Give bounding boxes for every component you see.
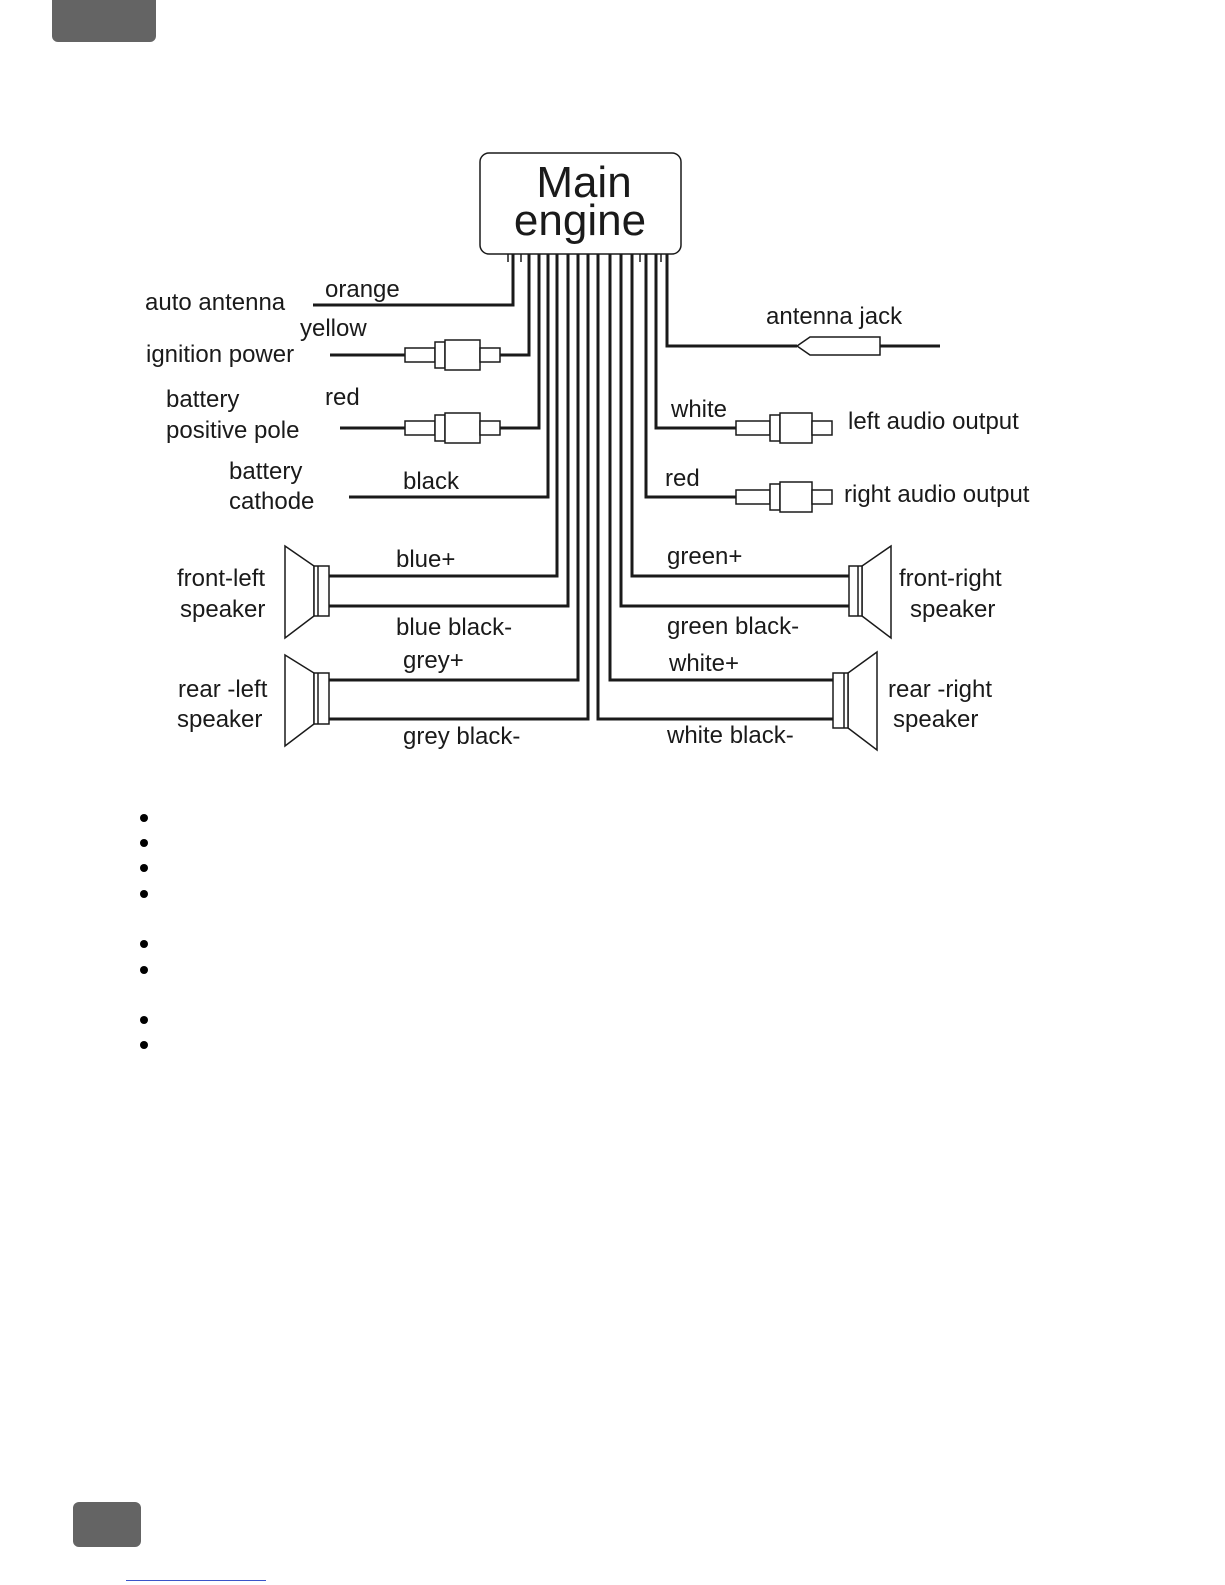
label-front-right-1: front-right [899, 565, 1002, 592]
rear-right-speaker-icon [832, 650, 878, 752]
wire-white-plus [608, 254, 833, 682]
page-tab-top [52, 0, 156, 42]
label-ignition-power: ignition power [146, 341, 294, 368]
wire-label-yellow: yellow [300, 315, 367, 342]
bullet-dot [140, 940, 148, 948]
wire-label-red-left: red [325, 384, 360, 411]
wire-white-black [596, 254, 833, 721]
label-antenna-jack: antenna jack [766, 303, 903, 330]
rear-left-speaker-icon [284, 653, 330, 748]
ignition-connector [404, 339, 501, 371]
wire-yellow [500, 254, 531, 357]
wire-label-black: black [403, 468, 460, 495]
front-left-speaker-icon [284, 544, 330, 640]
wire-label-green-plus: green+ [667, 543, 742, 570]
wire-green-plus [630, 254, 849, 578]
label-auto-antenna: auto antenna [145, 289, 286, 316]
page-tab-bottom [73, 1502, 141, 1547]
wire-green-black [619, 254, 849, 608]
bullet-dot [140, 1041, 148, 1049]
bullet-dot [140, 864, 148, 872]
wire-blue-plus [329, 254, 559, 578]
bullet-dot [140, 890, 148, 898]
wire-red-right [644, 254, 736, 499]
wire-label-grey-black: grey black- [403, 723, 520, 750]
left-audio-rca [735, 412, 833, 444]
main-engine-box [479, 152, 682, 255]
battery-positive-connector [404, 412, 501, 444]
label-rear-left-2: speaker [177, 706, 262, 733]
label-rear-left-1: rear -left [178, 676, 268, 703]
bullet-dot [140, 814, 148, 822]
label-battery-cathode-2: cathode [229, 488, 314, 515]
wire-red-left [500, 254, 541, 430]
wire-grey-black [329, 254, 590, 721]
wire-label-blue-plus: blue+ [396, 546, 455, 573]
wire-label-grey-plus: grey+ [403, 647, 464, 674]
bullet-dot [140, 1016, 148, 1024]
wire-label-white: white [670, 396, 727, 423]
wire-grey-plus [329, 254, 580, 682]
antenna-jack-connector [795, 336, 881, 356]
wire-label-green-black: green black- [667, 613, 799, 640]
wire-label-white-plus: white+ [668, 650, 739, 677]
label-rear-right-2: speaker [893, 706, 978, 733]
wire-label-white-black: white black- [666, 722, 794, 749]
bullet-dot [140, 966, 148, 974]
wire-blue-black [329, 254, 570, 608]
label-front-left-2: speaker [180, 596, 265, 623]
label-battery-cathode-1: battery [229, 458, 302, 485]
main-engine-title-1: Main [536, 158, 631, 207]
wire-label-blue-black: blue black- [396, 614, 512, 641]
footer-link-line [126, 1580, 266, 1581]
wire-black [349, 254, 550, 499]
label-right-audio-output: right audio output [844, 481, 1030, 508]
wire-label-red-right: red [665, 465, 700, 492]
label-front-right-2: speaker [910, 596, 995, 623]
wire-orange [313, 254, 515, 307]
wire-antenna [665, 254, 797, 348]
wire-label-orange: orange [325, 276, 400, 303]
front-right-speaker-icon [848, 544, 892, 640]
label-front-left-1: front-left [177, 565, 265, 592]
main-engine-title-2: engine [514, 196, 646, 245]
label-rear-right-1: rear -right [888, 676, 992, 703]
label-battery-positive-1: battery [166, 386, 239, 413]
right-audio-rca [735, 481, 833, 513]
wire-white [654, 254, 736, 430]
bullet-dot [140, 839, 148, 847]
label-battery-positive-2: positive pole [166, 417, 299, 444]
label-left-audio-output: left audio output [848, 408, 1019, 435]
